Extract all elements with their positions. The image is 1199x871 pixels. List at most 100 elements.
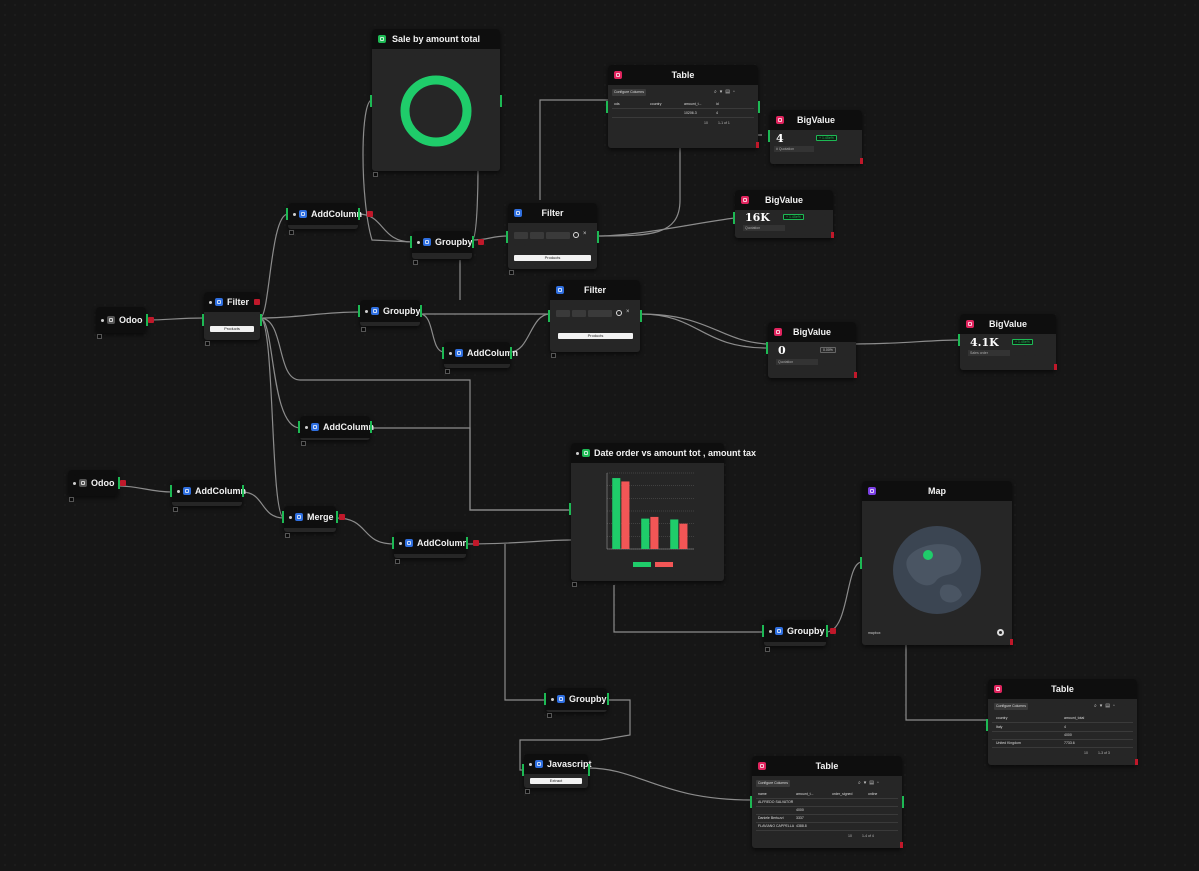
collapse-toggle[interactable] (572, 582, 577, 587)
odoo-source-node-1[interactable]: Odoo (96, 307, 154, 339)
table-toolbar[interactable]: ⌕▾▤▫ (1094, 703, 1118, 709)
output-handle[interactable] (118, 477, 120, 489)
bigvalue-node-3[interactable]: BigValue 0 0.00% Quotation (766, 322, 857, 378)
globe-map[interactable] (892, 525, 982, 615)
input-handle[interactable] (298, 421, 300, 433)
filter-node-main[interactable]: Filter Products (202, 292, 262, 346)
bar[interactable] (650, 516, 659, 549)
collapse-toggle[interactable] (765, 647, 770, 652)
input-handle[interactable] (860, 557, 862, 569)
output-handle[interactable] (472, 236, 474, 248)
collapse-toggle[interactable] (525, 789, 530, 794)
output-handle[interactable] (588, 764, 590, 776)
collapse-toggle[interactable] (413, 260, 418, 265)
collapse-toggle[interactable] (373, 172, 378, 177)
input-handle[interactable] (358, 305, 360, 317)
filter-node-mid[interactable]: Filter × Products (548, 280, 642, 358)
odoo-source-node-2[interactable]: Odoo (68, 470, 126, 502)
collapse-toggle[interactable] (97, 334, 102, 339)
input-handle[interactable] (282, 511, 284, 523)
map-marker[interactable] (923, 550, 933, 560)
filter-operator-select[interactable] (572, 310, 586, 317)
input-handle[interactable] (958, 334, 960, 346)
table-toolbar[interactable]: ⌕▾▤▫ (858, 780, 882, 786)
input-handle[interactable] (392, 537, 394, 549)
output-handle[interactable] (466, 537, 468, 549)
groupby-node-top[interactable]: Groupby (410, 231, 484, 265)
table-toolbar[interactable]: ⌕▾▤▫ (714, 89, 738, 95)
bigvalue-node-1[interactable]: BigValue 4 + 1.45e% # Quotation (768, 110, 863, 164)
addcolumn-node-5[interactable]: AddColumn (392, 532, 479, 564)
rows-per-page[interactable]: 10 (848, 834, 852, 838)
collapse-toggle[interactable] (551, 353, 556, 358)
addcolumn-node-3[interactable]: AddColumn (298, 416, 374, 446)
collapse-toggle[interactable] (285, 533, 290, 538)
filter-operator-select[interactable] (530, 232, 544, 239)
products-button[interactable]: Products (514, 255, 591, 261)
input-handle[interactable] (522, 764, 524, 776)
products-button[interactable]: Products (558, 333, 633, 339)
add-condition-icon[interactable] (573, 232, 579, 238)
output-handle[interactable] (607, 693, 609, 705)
output-handle[interactable] (358, 208, 360, 220)
bar-chart-node[interactable]: Date order vs amount tot , amount tax (569, 443, 756, 587)
groupby-node-mid[interactable]: Groupby (358, 300, 422, 332)
input-handle[interactable] (548, 310, 550, 322)
output-handle[interactable] (260, 314, 262, 326)
bigvalue-node-2[interactable]: BigValue 16K + 1.45e% Quotation (733, 190, 834, 238)
filter-value-input[interactable] (588, 310, 612, 317)
bar[interactable] (670, 519, 679, 549)
rows-per-page[interactable]: 10 (1084, 751, 1088, 755)
configure-columns-button[interactable]: Configure Columns (612, 89, 646, 96)
extract-button[interactable]: Extract (530, 778, 582, 784)
settings-gear-icon[interactable] (997, 629, 1004, 636)
filter-field-select[interactable] (556, 310, 570, 317)
output-handle[interactable] (370, 421, 372, 433)
input-handle[interactable] (986, 719, 988, 731)
configure-columns-button[interactable]: Configure Columns (756, 780, 790, 787)
donut-chart-node[interactable]: Sale by amount total (370, 29, 502, 177)
collapse-toggle[interactable] (445, 369, 450, 374)
input-handle[interactable] (606, 101, 608, 113)
collapse-toggle[interactable] (205, 341, 210, 346)
filter-value-input[interactable] (546, 232, 570, 239)
input-handle[interactable] (733, 212, 735, 224)
addcolumn-node-top[interactable]: AddColumn (286, 203, 373, 235)
input-handle[interactable] (286, 208, 288, 220)
collapse-toggle[interactable] (547, 713, 552, 718)
filter-node-top[interactable]: Filter × Products (506, 203, 599, 275)
collapse-toggle[interactable] (69, 497, 74, 502)
remove-icon[interactable]: × (626, 309, 630, 315)
input-handle[interactable] (170, 485, 172, 497)
collapse-toggle[interactable] (173, 507, 178, 512)
input-handle[interactable] (544, 693, 546, 705)
input-handle[interactable] (506, 231, 508, 243)
rows-per-page[interactable]: 10 (704, 121, 708, 125)
map-node[interactable]: Map mapbox (860, 481, 1013, 645)
collapse-toggle[interactable] (395, 559, 400, 564)
output-handle[interactable] (420, 305, 422, 317)
add-condition-icon[interactable] (616, 310, 622, 316)
output-handle[interactable] (597, 231, 599, 243)
input-handle[interactable] (750, 796, 752, 808)
javascript-node[interactable]: Javascript Extract (522, 754, 592, 794)
output-handle[interactable] (510, 347, 512, 359)
configure-columns-button[interactable]: Configure Columns (994, 703, 1028, 710)
output-handle[interactable] (336, 511, 338, 523)
output-handle[interactable] (640, 310, 642, 322)
groupby-node-low[interactable]: Groupby (544, 688, 609, 718)
bar[interactable] (641, 518, 650, 549)
input-handle[interactable] (762, 625, 764, 637)
bar[interactable] (621, 481, 630, 549)
output-handle[interactable] (902, 796, 904, 808)
output-handle[interactable] (242, 485, 244, 497)
merge-node[interactable]: Merge (282, 506, 345, 538)
bar[interactable] (679, 523, 688, 549)
output-handle[interactable] (758, 101, 760, 113)
output-handle[interactable] (146, 314, 148, 326)
bigvalue-node-4[interactable]: BigValue 4.1K + 1.45e% Sales order (958, 314, 1057, 370)
input-handle[interactable] (768, 130, 770, 142)
input-handle[interactable] (370, 95, 372, 107)
